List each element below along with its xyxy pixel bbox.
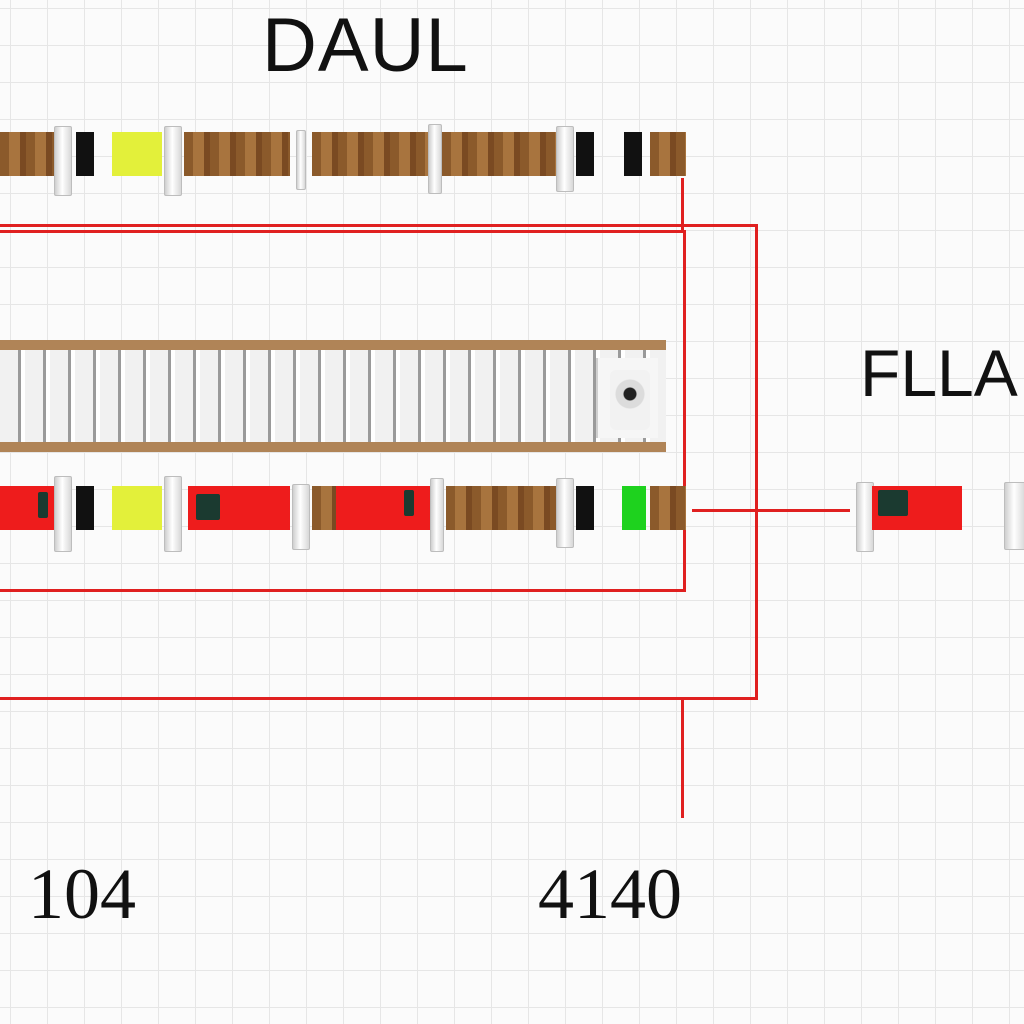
- din-clip: [556, 126, 574, 192]
- bottom-left-number: 104: [28, 854, 136, 934]
- din-clip: [54, 476, 72, 552]
- black-block: [624, 132, 642, 176]
- wood-block: [446, 486, 556, 530]
- outer-wire-frame: [0, 224, 758, 700]
- terminal-screw: [878, 490, 908, 516]
- yellow-block: [112, 486, 162, 530]
- terminal-screw: [404, 490, 414, 516]
- right-label: FLLA: [860, 336, 1018, 410]
- wood-block: [184, 132, 290, 176]
- inner-wire-frame: [0, 230, 686, 592]
- terminal-screw: [196, 494, 220, 520]
- din-clip: [556, 478, 574, 548]
- black-block: [76, 132, 94, 176]
- green-block: [622, 486, 646, 530]
- rail-device-icon: [610, 370, 650, 430]
- red-block: [336, 486, 430, 530]
- yellow-block: [112, 132, 162, 176]
- din-clip: [164, 126, 182, 196]
- wire-horizontal-right: [692, 509, 850, 512]
- wood-block: [650, 132, 686, 176]
- din-clip: [428, 124, 442, 194]
- din-clip: [54, 126, 72, 196]
- terminal-screw: [38, 492, 48, 518]
- din-clip: [292, 484, 310, 550]
- din-clip: [296, 130, 306, 190]
- bottom-right-number: 4140: [538, 854, 682, 934]
- wire-vertical-bottom: [681, 698, 684, 818]
- wire-vertical-top: [681, 178, 684, 232]
- din-clip: [430, 478, 444, 552]
- top-label: DAUL: [262, 3, 469, 88]
- wood-block: [0, 132, 56, 176]
- black-block: [576, 486, 594, 530]
- din-clip: [1004, 482, 1024, 550]
- wood-block: [650, 486, 686, 530]
- din-rail: [0, 340, 666, 452]
- black-block: [576, 132, 594, 176]
- wood-block: [312, 486, 336, 530]
- din-clip: [164, 476, 182, 552]
- black-block: [76, 486, 94, 530]
